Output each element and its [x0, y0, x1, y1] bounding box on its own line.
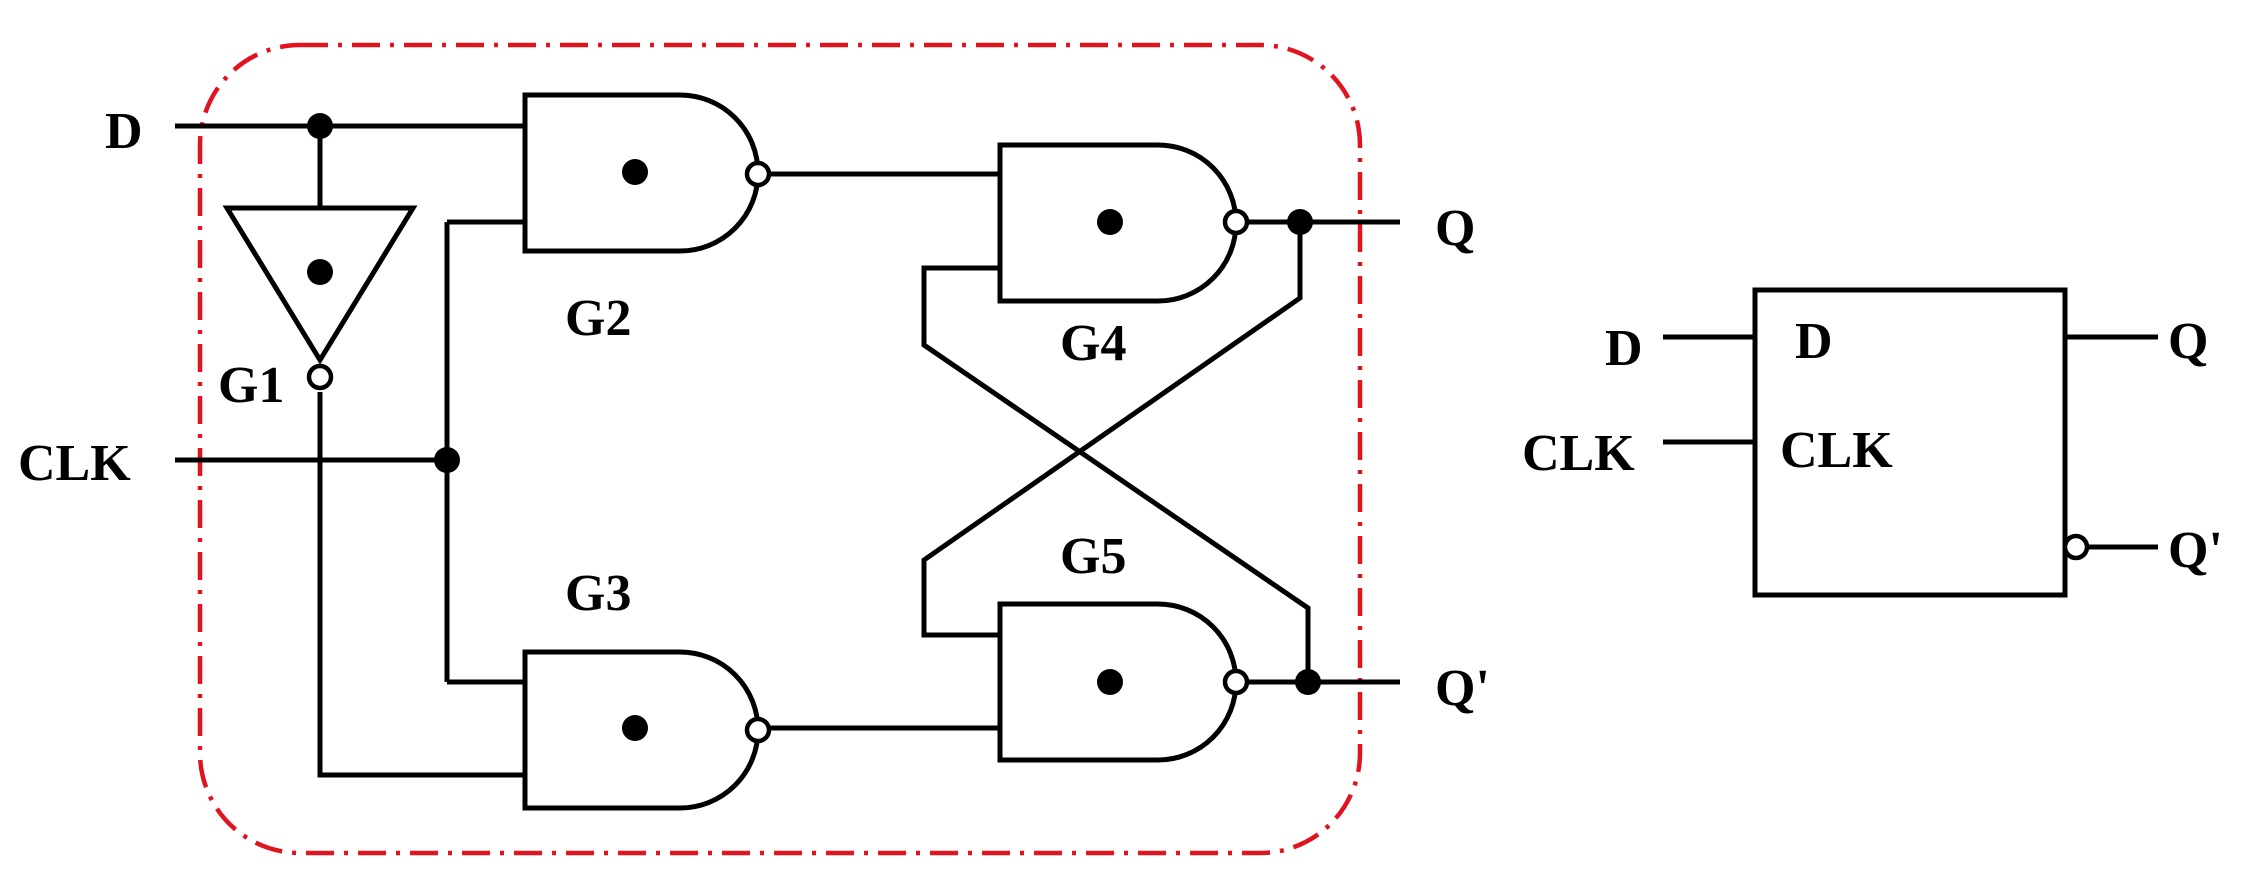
- junction-clk: [434, 447, 460, 473]
- symbol-output-label-qbar: Q': [2168, 522, 2223, 579]
- junction-q: [1287, 209, 1313, 235]
- junction-qbar: [1295, 669, 1321, 695]
- nand-bubble: [744, 716, 772, 744]
- gate-g4-nand: [997, 142, 1250, 304]
- wire-g1-to-g3: [317, 392, 525, 778]
- input-label-d: D: [105, 103, 143, 160]
- wires: [175, 123, 1400, 778]
- output-label-qbar: Q': [1435, 660, 1490, 717]
- gate-g1-inverter: [222, 205, 418, 391]
- gate-label-g4: G4: [1060, 315, 1126, 372]
- junction-d: [307, 113, 333, 139]
- symbol-output-label-q: Q: [2168, 313, 2208, 370]
- gate-label-g2: G2: [565, 290, 631, 347]
- gate-marker-dot: [307, 259, 333, 285]
- symbol-input-label-clk: CLK: [1522, 425, 1635, 482]
- latch-boundary: [197, 42, 1363, 856]
- symbol-input-label-d: D: [1605, 320, 1643, 377]
- inverter-bubble: [306, 363, 334, 391]
- gate-g3-nand: [522, 649, 772, 811]
- gate-marker-dot: [1097, 209, 1123, 235]
- gate-label-g3: G3: [565, 565, 631, 622]
- symbol-pin-label-d: D: [1795, 313, 1833, 370]
- gate-label-g1: G1: [218, 357, 284, 414]
- nand-bubble: [744, 160, 772, 188]
- nand-bubble: [1222, 668, 1250, 696]
- d-latch-block-symbol: D CLK D CLK Q Q': [1522, 287, 2223, 598]
- gate-marker-dot: [622, 159, 648, 185]
- output-label-q: Q: [1435, 200, 1475, 257]
- wire-qbar-feedback: [921, 265, 1311, 682]
- symbol-qbar-bubble: [2062, 533, 2090, 561]
- gate-marker-dot: [1097, 669, 1123, 695]
- input-label-clk: CLK: [18, 435, 131, 492]
- junctions: [307, 113, 1321, 695]
- gate-label-g5: G5: [1060, 528, 1126, 585]
- wire-q-feedback: [921, 222, 1303, 638]
- symbol-pin-label-clk: CLK: [1780, 422, 1893, 479]
- gate-g5-nand: [997, 601, 1250, 763]
- gate-marker-dot: [622, 715, 648, 741]
- gate-g2-nand: [522, 92, 772, 254]
- symbol-box: [1752, 287, 2068, 598]
- nand-bubble: [1222, 208, 1250, 236]
